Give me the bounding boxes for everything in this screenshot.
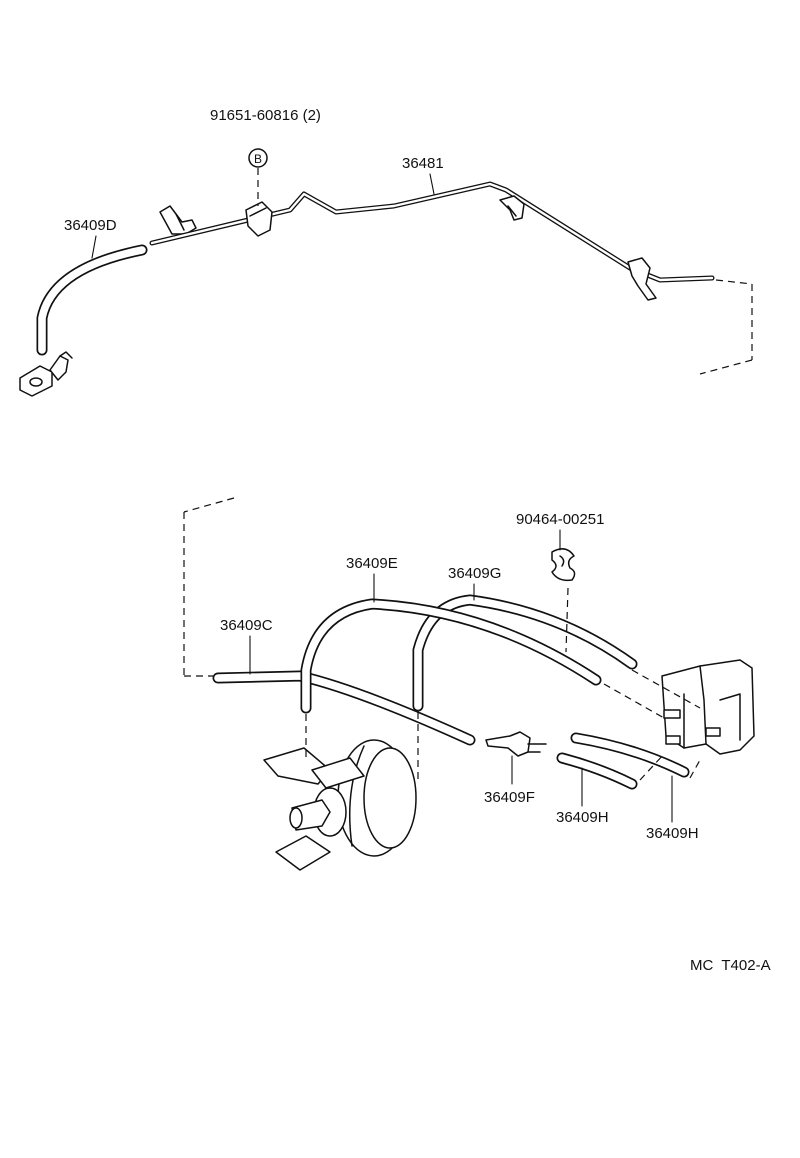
callout-36409C: 36409C [220,617,273,634]
hose-36409F [485,731,547,757]
callout-36409F: 36409F [484,789,535,806]
leader-36409D [91,235,97,259]
bolt-marker-label: B [254,152,262,166]
continuation-lines-upper [699,279,753,375]
hose-36409D [36,244,148,356]
bolt-marker-group: B [248,148,268,206]
callout-36409D: 36409D [64,217,117,234]
hose-36409E [300,598,602,714]
union-fitting [19,351,73,397]
callout-36409H-a: 36409H [556,809,609,826]
leader-36481 [429,173,435,195]
bolt-marker-circle [248,148,268,168]
continuation-lines-lower [183,497,235,677]
pipe-36481 [149,181,715,283]
callout-91651-60816: 91651-60816 (2) [210,107,321,124]
callout-36409E: 36409E [346,555,398,572]
pipe-clamp-middle [499,195,525,221]
brake-booster [263,739,417,871]
valve-leader-lines [603,669,701,781]
booster-leader-lines [305,712,419,780]
pipe-clamp-left [245,201,273,237]
pipe-clamp-right [627,257,657,301]
hose-36409H-upper [570,732,690,778]
callout-36409G: 36409G [448,565,501,582]
hose-36409H-lower [556,752,638,790]
hose-36409C [212,670,476,746]
valve-block [661,659,755,755]
hose-clip-90464 [551,548,576,653]
callout-36409H-b: 36409H [646,825,699,842]
callout-90464-00251: 90464-00251 [516,511,604,528]
hose-36409G [412,594,638,712]
figure-code: MC T402-A [690,957,771,974]
left-bracket [159,205,197,235]
callout-36481: 36481 [402,155,444,172]
